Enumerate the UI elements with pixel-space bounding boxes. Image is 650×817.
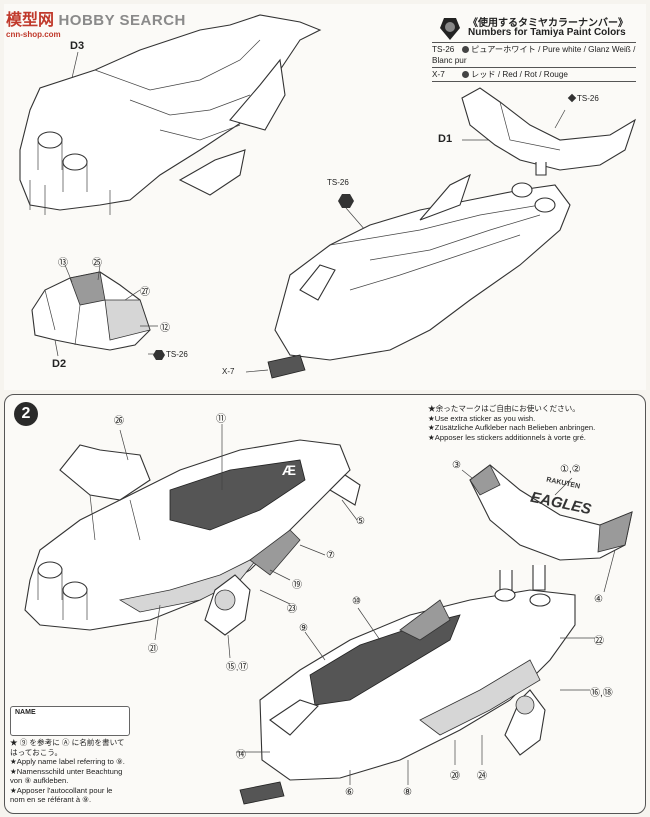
sticker-1-2: ①,② [560, 464, 581, 475]
sticker-4: ④ [594, 594, 603, 605]
callout-ts26-canopy: TS-26 [166, 350, 188, 359]
sticker-12: ⑫ [160, 323, 170, 334]
watermark: 模型网 HOBBY SEARCH cnn-shop.com [6, 6, 186, 39]
step-number-badge: 2 [14, 402, 38, 426]
sticker-22: ㉒ [594, 636, 604, 647]
sticker-27: ㉗ [140, 287, 150, 298]
sticker-24: ㉔ [477, 771, 487, 782]
part-label-d2: D2 [52, 358, 67, 370]
svg-text:Æ: Æ [330, 727, 346, 744]
sticker-9: ⑨ [299, 623, 308, 634]
sticker-5: ⑤ [356, 516, 365, 527]
body-shell-d3-drawing [19, 14, 322, 215]
canopy-d2-drawing [31, 264, 165, 360]
sticker-21: ㉑ [148, 644, 158, 655]
callout-ts26-wing: TS-26 [567, 93, 599, 103]
sticker-6: ⑥ [345, 787, 354, 798]
divider [432, 42, 636, 43]
sticker-3: ③ [452, 460, 461, 471]
sticker-7: ⑦ [326, 550, 335, 561]
watermark-cn: 模型网 [6, 12, 55, 29]
extra-sticker-notes: ★余ったマークはご自由にお使いください。 ★Use extra sticker … [428, 404, 596, 442]
sticker-20: ⑳ [450, 771, 460, 782]
paint-drop-icon [434, 12, 466, 44]
paint-dot-icon [462, 71, 469, 78]
watermark-url: cnn-shop.com [6, 30, 61, 39]
part-label-d1: D1 [438, 133, 453, 145]
sticker-16-18: ⑯,⑱ [590, 688, 613, 699]
sticker-19: ⑲ [292, 580, 302, 591]
name-label-title: NAME [15, 709, 36, 716]
name-label-notes: ★ ⑨ を参考に Ⓐ に名前を書いて はっておこう。 ★Apply name l… [10, 738, 125, 804]
sticker-11: ⑪ [216, 414, 226, 425]
sticker-15: ⑮,⑰ [226, 662, 249, 673]
watermark-site: HOBBY SEARCH [58, 12, 186, 29]
callout-x7-body: X-7 [222, 367, 235, 376]
canopy-drawing [245, 173, 571, 379]
paint-title-en: Numbers for Tamiya Paint Colors [468, 27, 626, 38]
part-label-d3: D3 [70, 40, 85, 52]
sticker-13: ⑬ [58, 258, 68, 269]
divider [432, 67, 636, 68]
paint-title-jp: 《使用するタミヤカラーナンバー》 [468, 18, 628, 29]
paint-dot-icon [462, 46, 469, 53]
sticker-10: ⑩ [352, 596, 361, 607]
divider [432, 81, 636, 82]
sticker-23: ㉓ [287, 604, 297, 615]
sticker-8: ⑧ [403, 787, 412, 798]
name-label-box[interactable]: NAME [10, 706, 130, 736]
svg-text:Æ: Æ [282, 462, 296, 478]
callout-ts26-body: TS-26 [327, 178, 349, 187]
wing-d1-drawing [461, 87, 636, 176]
sticker-25: ㉕ [92, 258, 102, 269]
sticker-26: ㉖ [114, 416, 124, 427]
sticker-14: ⑭ [236, 750, 246, 761]
